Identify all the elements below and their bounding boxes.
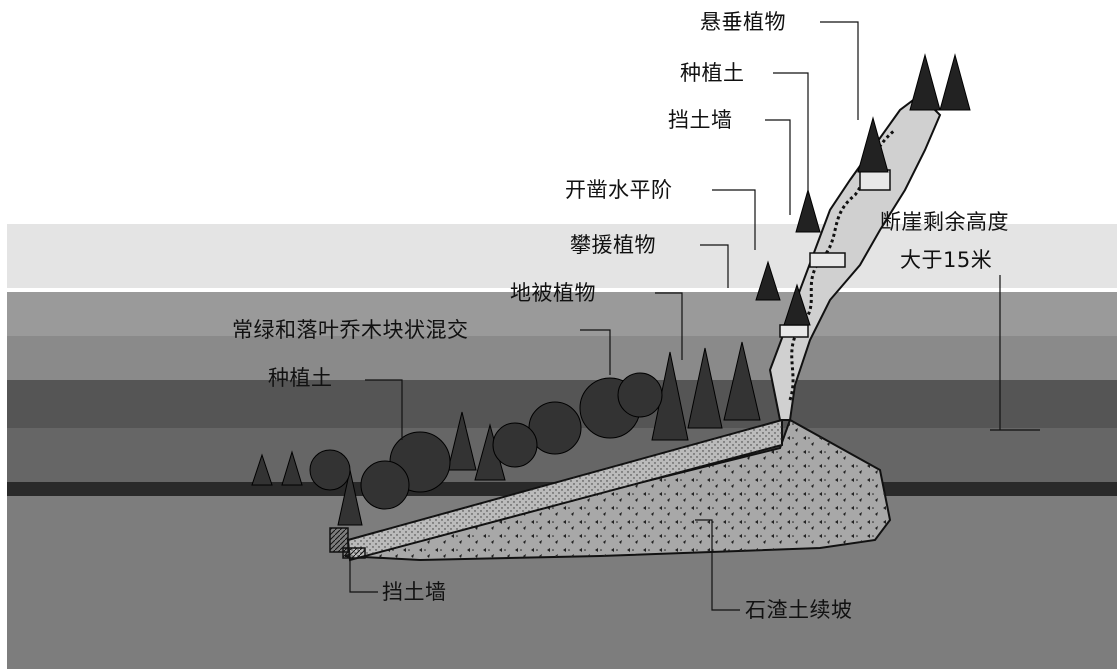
- label-rubble-slope: 石渣土续坡: [745, 598, 853, 622]
- label-ground-cover: 地被植物: [510, 281, 596, 305]
- band-light: [7, 224, 1117, 288]
- label-retaining-wall-top: 挡土墙: [668, 108, 733, 132]
- label-mixed-forest: 常绿和落叶乔木块状混交: [232, 318, 469, 342]
- label-climbing-plants: 攀援植物: [570, 233, 656, 257]
- label-planting-soil-top: 种植土: [680, 61, 745, 85]
- label-cliff-height-line2: 大于15米: [900, 248, 993, 272]
- label-hanging-plants: 悬垂植物: [700, 10, 786, 34]
- band-mid-1: [7, 292, 1117, 336]
- leader-lines: [349, 21, 1040, 611]
- label-planting-soil-bottom: 种植土: [268, 366, 333, 390]
- cliff-trees: [755, 53, 971, 326]
- label-horizontal-terrace: 开凿水平阶: [565, 178, 673, 202]
- retaining-wall-bottom-shape: [329, 527, 349, 553]
- label-retaining-wall-bottom: 挡土墙: [382, 580, 447, 604]
- slope-forest: [251, 341, 761, 526]
- band-mid-2: [7, 336, 1117, 380]
- label-cliff-height-line1: 断崖剩余高度: [880, 210, 1009, 234]
